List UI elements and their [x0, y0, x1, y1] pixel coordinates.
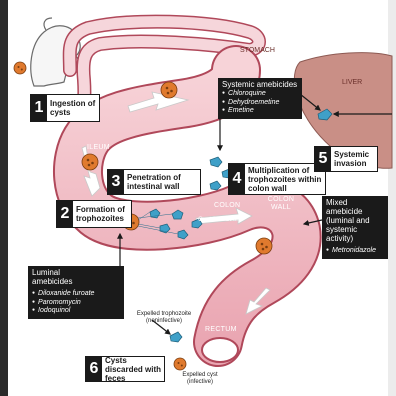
- step-4-multiplication: 4 Multiplication of trophozoites within …: [228, 163, 326, 195]
- step-number: 1: [31, 95, 47, 121]
- step-text: Cysts discarded with feces: [102, 357, 164, 381]
- cyst-icon: [14, 62, 26, 74]
- step-6-cysts-discarded: 6 Cysts discarded with feces: [85, 356, 165, 382]
- drug-item: Diloxanide furoate: [32, 290, 120, 299]
- step-5-systemic-invasion: 5 Systemic invasion: [314, 146, 378, 172]
- trophozoite-icon: [170, 332, 182, 342]
- drug-group-title: Luminal amebicides: [28, 266, 90, 290]
- step-text: Systemic invasion: [331, 147, 377, 171]
- liver-label: LIVER: [342, 79, 362, 86]
- step-number: 3: [108, 170, 124, 194]
- step-number: 4: [229, 164, 245, 194]
- cyst-formation-label: Cyst formation: [198, 216, 240, 223]
- cyst-icon: [174, 358, 186, 370]
- rectum-label: RECTUM: [205, 326, 237, 333]
- step-3-penetration: 3 Penetration of intestinal wall: [107, 169, 201, 195]
- stomach-label: STOMACH: [240, 47, 275, 54]
- step-number: 6: [86, 357, 102, 381]
- drug-item: Chloroquine: [222, 90, 298, 99]
- cyst-icon: [161, 82, 177, 98]
- colon-label: COLON: [214, 202, 240, 209]
- trophozoite-icon: [210, 157, 222, 167]
- drug-item: Dehydroemetine: [222, 99, 298, 108]
- drug-item: Iodoquinol: [32, 307, 120, 316]
- expelled-trophozoite-label: Expelled trophozoite (noninfective): [134, 311, 194, 325]
- step-number: 5: [315, 147, 331, 171]
- systemic-amebicides-box: Systemic amebicides Chloroquine Dehydroe…: [218, 78, 302, 119]
- expelled-cyst-label: Expelled cyst (infective): [180, 372, 220, 386]
- cyst-icon: [82, 154, 98, 170]
- step-text: Multiplication of trophozoites within co…: [245, 164, 325, 194]
- drug-item: Metronidazole: [326, 247, 384, 256]
- step-text: Penetration of intestinal wall: [124, 170, 200, 194]
- drug-list: Metronidazole: [322, 247, 388, 259]
- step-text: Ingestion of cysts: [47, 95, 99, 121]
- step-1-ingestion: 1 Ingestion of cysts: [30, 94, 100, 122]
- ileum-label: ILEUM: [87, 144, 110, 151]
- mixed-amebicide-box: Mixed amebicide (luminal and systemic ac…: [322, 196, 388, 259]
- step-2-trophozoite-formation: 2 Formation of trophozoites: [56, 200, 132, 228]
- cyst-icon: [256, 238, 272, 254]
- drug-group-title: Mixed amebicide (luminal and systemic ac…: [322, 196, 388, 247]
- drug-item: Paromomycin: [32, 299, 120, 308]
- colon-wall-label: COLON WALL: [266, 196, 296, 212]
- drug-list: Diloxanide furoate Paromomycin Iodoquino…: [28, 290, 124, 319]
- rectum: [202, 338, 238, 362]
- drug-item: Emetine: [222, 107, 298, 116]
- drug-group-title: Systemic amebicides: [218, 78, 302, 90]
- trophozoite-icon: [210, 181, 221, 190]
- step-text: Formation of trophozoites: [73, 201, 131, 227]
- step-number: 2: [57, 201, 73, 227]
- luminal-amebicides-box: Luminal amebicides Diloxanide furoate Pa…: [28, 266, 124, 319]
- scan-left-edge: [0, 0, 8, 396]
- drug-list: Chloroquine Dehydroemetine Emetine: [218, 90, 302, 119]
